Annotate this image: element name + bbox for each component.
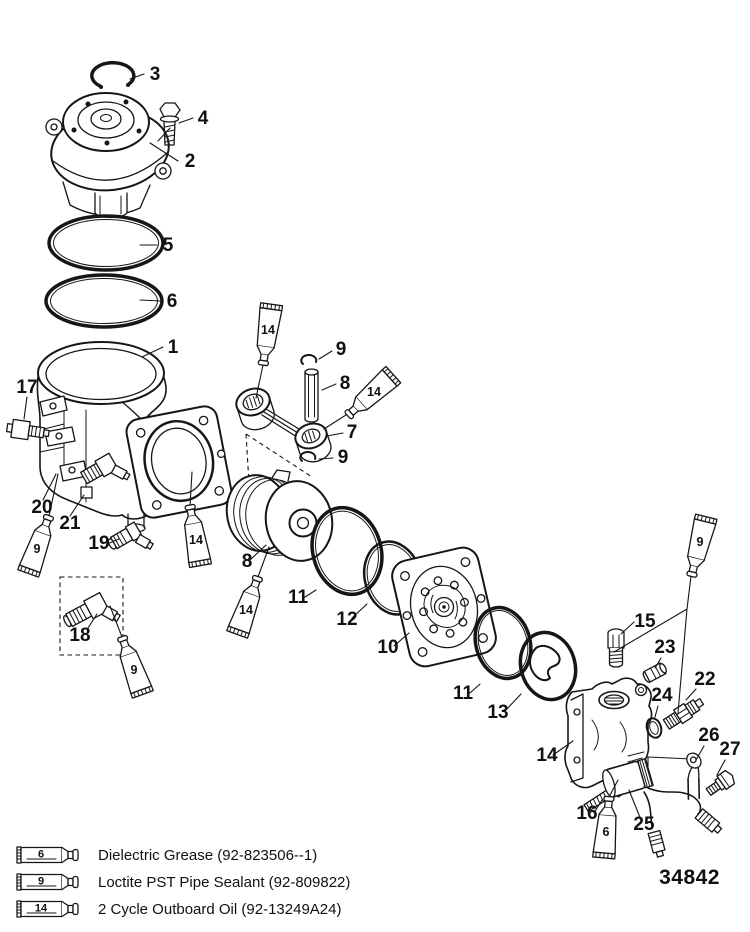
legend-text: 2 Cycle Outboard Oil (92-13249A24) xyxy=(98,900,342,918)
part-6-o-ring xyxy=(44,273,164,329)
callout-9: 9 xyxy=(336,339,347,360)
part-2-cover-assembly xyxy=(45,92,172,219)
part-24-o-ring xyxy=(645,717,663,739)
part-23-fitting xyxy=(642,662,667,683)
callout-3: 3 xyxy=(150,64,161,85)
callout-25: 25 xyxy=(633,814,655,835)
tube-grease-6: 6 xyxy=(592,795,621,860)
part-11-o-ring-right xyxy=(473,605,533,681)
callout-5: 5 xyxy=(163,235,174,256)
oil-tube-icon: 14 xyxy=(16,900,79,918)
legend-row-outboard-oil: 14 2 Cycle Outboard Oil (92-13249A24) xyxy=(16,899,350,919)
tube-label: 14 xyxy=(367,385,381,399)
tube-label: 9 xyxy=(697,535,704,549)
drawing-number: 34842 xyxy=(659,866,720,889)
part-20-elbow-fitting xyxy=(80,452,131,485)
sealant-tube-icon: 9 xyxy=(16,873,79,891)
part-9-ring-upper xyxy=(300,354,318,365)
tube-label: 14 xyxy=(189,533,203,547)
tube-sealant-9: 9 xyxy=(17,511,61,578)
part-10-valve-plate xyxy=(391,546,497,668)
part-9-ring-lower xyxy=(299,451,317,462)
solenoid-lead-wire xyxy=(647,787,702,815)
callout-11: 11 xyxy=(288,587,309,608)
callout-20: 20 xyxy=(31,497,52,518)
tube-oil-14: 14 xyxy=(251,302,284,368)
callout-26: 26 xyxy=(698,725,719,746)
legend-text: Loctite PST Pipe Sealant (92-809822) xyxy=(98,873,351,891)
tube-label: 14 xyxy=(261,323,275,337)
part-17-fitting xyxy=(5,418,50,441)
part-15-fitting xyxy=(607,628,625,668)
lead-terminal xyxy=(647,829,666,858)
callout-10: 10 xyxy=(377,637,398,658)
callout-8: 8 xyxy=(242,551,253,572)
callout-2: 2 xyxy=(185,151,196,172)
callout-18: 18 xyxy=(69,625,90,646)
part-25-solenoid xyxy=(602,757,723,858)
callout-14: 14 xyxy=(536,745,558,766)
legend-tube-number: 6 xyxy=(38,849,44,861)
tube-label: 14 xyxy=(239,603,253,617)
part-4-bolt xyxy=(159,102,181,146)
tube-label: 6 xyxy=(603,825,610,839)
legend-text: Dielectric Grease (92-823506--1) xyxy=(98,846,318,864)
leader-lines xyxy=(23,73,726,821)
callout-22: 22 xyxy=(694,669,715,690)
tube-oil-14: 14 xyxy=(339,365,402,425)
part-27-bolt xyxy=(705,769,736,796)
part-8-piston xyxy=(225,469,334,562)
callout-27: 27 xyxy=(719,739,740,760)
tube-sealant-9: 9 xyxy=(110,632,154,699)
callout-23: 23 xyxy=(654,637,675,658)
part-8-pin xyxy=(304,368,319,423)
pump-body-flange xyxy=(125,405,233,519)
callout-9: 9 xyxy=(338,447,349,468)
tube-sealant-9: 9 xyxy=(680,513,718,580)
legend-tube-number: 9 xyxy=(38,876,44,888)
callout-6: 6 xyxy=(167,291,178,312)
part-1-pump-body xyxy=(36,341,233,533)
tube-oil-14: 14 xyxy=(178,502,212,569)
callout-15: 15 xyxy=(634,611,656,632)
part-19-fitting xyxy=(107,521,154,550)
part-18-elbow-fitting xyxy=(63,591,121,628)
part-3-retaining-ring xyxy=(90,60,136,89)
sealant-legend: 6 Dielectric Grease (92-823506--1) 9 Loc… xyxy=(16,845,350,919)
part-21-plug-body xyxy=(80,486,93,499)
legend-row-dielectric-grease: 6 Dielectric Grease (92-823506--1) xyxy=(16,845,350,865)
part-5-o-ring xyxy=(47,214,165,272)
callout-labels: 3 4 2 5 6 1 17 9 8 7 9 20 21 19 8 18 11 … xyxy=(16,64,740,835)
callout-11: 11 xyxy=(453,683,474,704)
part-7-connecting-rod xyxy=(235,387,332,463)
lead-terminal xyxy=(694,808,723,834)
callout-19: 19 xyxy=(88,533,109,554)
callout-17: 17 xyxy=(16,377,37,398)
callout-1: 1 xyxy=(168,337,179,358)
part-13-gasket xyxy=(518,630,578,702)
legend-row-pipe-sealant: 9 Loctite PST Pipe Sealant (92-809822) xyxy=(16,872,350,892)
callout-16: 16 xyxy=(576,803,597,824)
callout-8: 8 xyxy=(340,373,351,394)
tube-label: 9 xyxy=(131,663,138,677)
callout-12: 12 xyxy=(336,609,357,630)
grease-tube-icon: 6 xyxy=(16,846,79,864)
callout-7: 7 xyxy=(347,422,358,443)
legend-tube-number: 14 xyxy=(35,903,48,915)
tube-label: 9 xyxy=(34,542,41,556)
item-18-box xyxy=(59,576,124,656)
callout-13: 13 xyxy=(487,702,508,723)
part-11-o-ring-left xyxy=(310,505,384,597)
callout-24: 24 xyxy=(651,685,673,706)
callout-4: 4 xyxy=(198,108,209,129)
callout-21: 21 xyxy=(59,513,81,534)
tube-oil-14: 14 xyxy=(226,572,270,639)
solenoid-lead-wire xyxy=(643,791,653,827)
